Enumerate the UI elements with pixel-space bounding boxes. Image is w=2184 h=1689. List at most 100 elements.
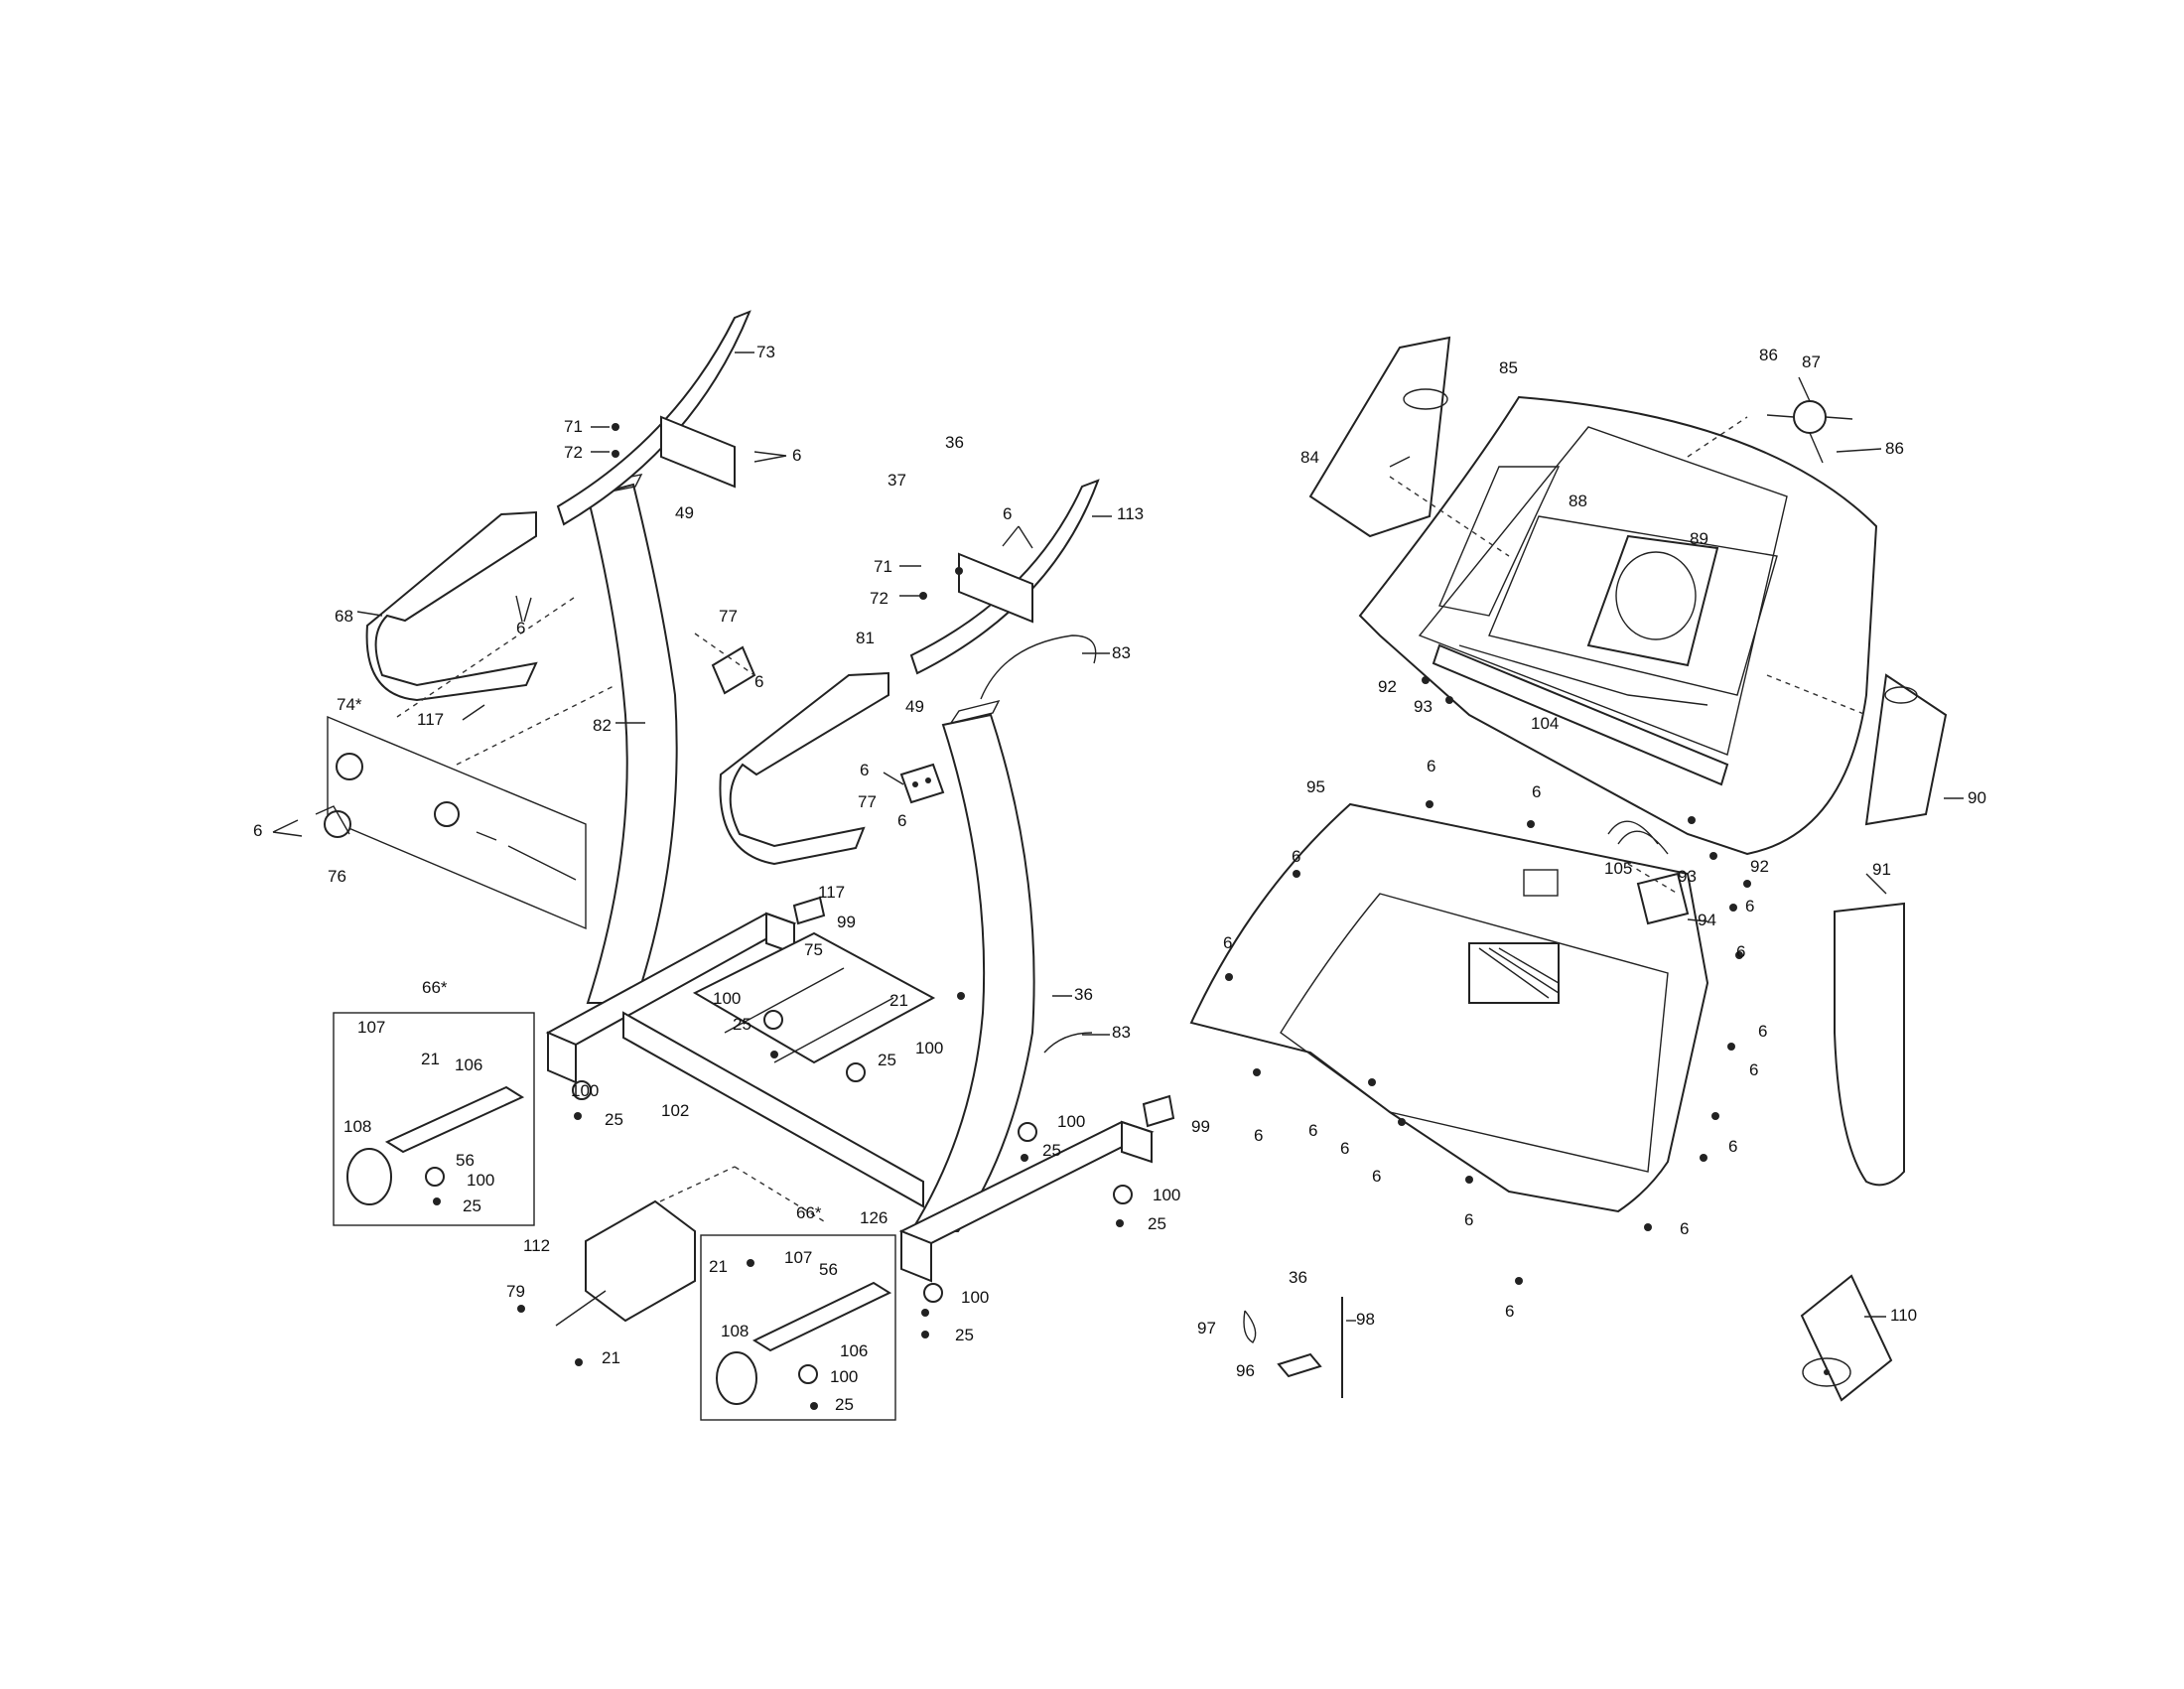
callout-93-b: 93: [1678, 867, 1697, 886]
callout-6-p: 6: [1728, 1137, 1737, 1156]
base-frame: [545, 912, 1155, 1283]
callout-95: 95: [1306, 777, 1325, 796]
part-76: [315, 805, 351, 838]
tray-104: [1432, 643, 1729, 786]
pad-99-lower: [1142, 1094, 1175, 1128]
fasteners: [433, 423, 1751, 1410]
callout-117-b: 117: [818, 883, 845, 902]
callout-79: 79: [506, 1282, 525, 1301]
callout-92-a: 92: [1378, 677, 1397, 696]
callout-6-q: 6: [1254, 1126, 1263, 1145]
callout-77-b: 77: [858, 792, 877, 811]
assembly-dashes: [396, 416, 1867, 1222]
fan-87: [1766, 376, 1853, 464]
callout-94: 94: [1698, 911, 1716, 929]
callout-99-a: 99: [837, 913, 856, 931]
callout-72: 72: [564, 443, 583, 462]
leader-lines: [272, 352, 1964, 1322]
callout-87: 87: [1802, 352, 1821, 371]
callout-25-g: 25: [955, 1326, 974, 1344]
callout-68: 68: [335, 607, 353, 626]
callout-37: 37: [887, 471, 906, 490]
callout-6-j: 6: [1292, 847, 1300, 866]
callout-85: 85: [1499, 358, 1518, 377]
callout-6-w: 6: [1505, 1302, 1514, 1321]
callout-105: 105: [1604, 859, 1632, 878]
callout-108-a: 108: [343, 1117, 371, 1136]
callout-106-a: 106: [455, 1056, 482, 1074]
cover-plate-74: [327, 715, 587, 930]
callout-77-a: 77: [719, 607, 738, 626]
callout-56-a: 56: [456, 1151, 475, 1170]
manual-cd-110: [1800, 1274, 1893, 1402]
callout-6-s: 6: [1340, 1139, 1349, 1158]
callout-91: 91: [1872, 860, 1891, 879]
callout-112: 112: [523, 1236, 550, 1255]
callout-6-l: 6: [1736, 942, 1745, 961]
detail-box-66-left: [333, 1012, 535, 1226]
callout-90: 90: [1968, 788, 1986, 807]
right-upright-126: [909, 699, 1035, 1232]
callout-106-b: 106: [840, 1341, 868, 1360]
brackets-96: [1277, 1352, 1322, 1378]
callout-6-a: 6: [792, 446, 801, 465]
callout-97: 97: [1197, 1319, 1216, 1337]
callout-6-f: 6: [860, 761, 869, 779]
speaker-grille-89: [1586, 534, 1719, 667]
callout-113: 113: [1117, 504, 1144, 523]
callout-49-b: 49: [905, 697, 924, 716]
callout-6-m: 6: [1223, 933, 1232, 952]
detail-box-66-right: [700, 1234, 896, 1421]
callout-25-c: 25: [605, 1110, 623, 1129]
callout-100-d: 100: [467, 1171, 494, 1190]
callout-25-d: 25: [463, 1196, 481, 1215]
callout-6-e: 6: [754, 672, 763, 691]
callout-25-h: 25: [835, 1395, 854, 1414]
part-77-lower: [899, 763, 945, 804]
bracket-94: [1636, 872, 1690, 925]
callout-71-b: 71: [874, 557, 892, 576]
callout-21-a: 21: [889, 991, 908, 1010]
callout-6-u: 6: [1464, 1210, 1473, 1229]
handrail-113: [909, 479, 1100, 675]
callout-75: 75: [804, 940, 823, 959]
callout-107-a: 107: [357, 1018, 385, 1037]
callout-98: 98: [1356, 1310, 1375, 1329]
callout-102: 102: [661, 1101, 689, 1120]
callout-21-b: 21: [421, 1050, 440, 1068]
callout-88: 88: [1569, 492, 1587, 510]
callout-66-a: 66*: [422, 978, 448, 997]
callout-96: 96: [1236, 1361, 1255, 1380]
callout-92-b: 92: [1750, 857, 1769, 876]
callout-76: 76: [328, 867, 346, 886]
callout-56-b: 56: [819, 1260, 838, 1279]
callout-100-a: 100: [713, 989, 741, 1008]
cup-holder-84: [1308, 336, 1451, 538]
callout-110: 110: [1890, 1306, 1917, 1325]
callout-86-b: 86: [1885, 439, 1904, 458]
console-panel-88: [1488, 515, 1778, 696]
wire-harness-83: [980, 634, 1097, 1054]
callout-74: 74*: [337, 695, 362, 714]
callout-100-g: 100: [961, 1288, 989, 1307]
callout-100-e: 100: [1057, 1112, 1085, 1131]
callout-100-b: 100: [915, 1039, 943, 1057]
callout-36-b: 36: [1074, 985, 1093, 1004]
bag-91: [1834, 902, 1905, 1187]
console-base-95: [1189, 802, 1709, 1213]
callout-21-d: 21: [602, 1348, 620, 1367]
callout-83-b: 83: [1112, 1023, 1131, 1042]
callout-36-a: 36: [945, 433, 964, 452]
callout-86-a: 86: [1759, 346, 1778, 364]
callout-36-c: 36: [1289, 1268, 1307, 1287]
callout-25-e: 25: [1042, 1141, 1061, 1160]
callout-126: 126: [860, 1208, 887, 1227]
callout-82: 82: [593, 716, 612, 735]
motor-112: [555, 1199, 696, 1327]
callout-25-a: 25: [733, 1015, 751, 1034]
callout-6-g: 6: [897, 811, 906, 830]
callout-89: 89: [1690, 529, 1708, 548]
left-upright-82: [586, 474, 678, 1004]
callout-71: 71: [564, 417, 583, 436]
